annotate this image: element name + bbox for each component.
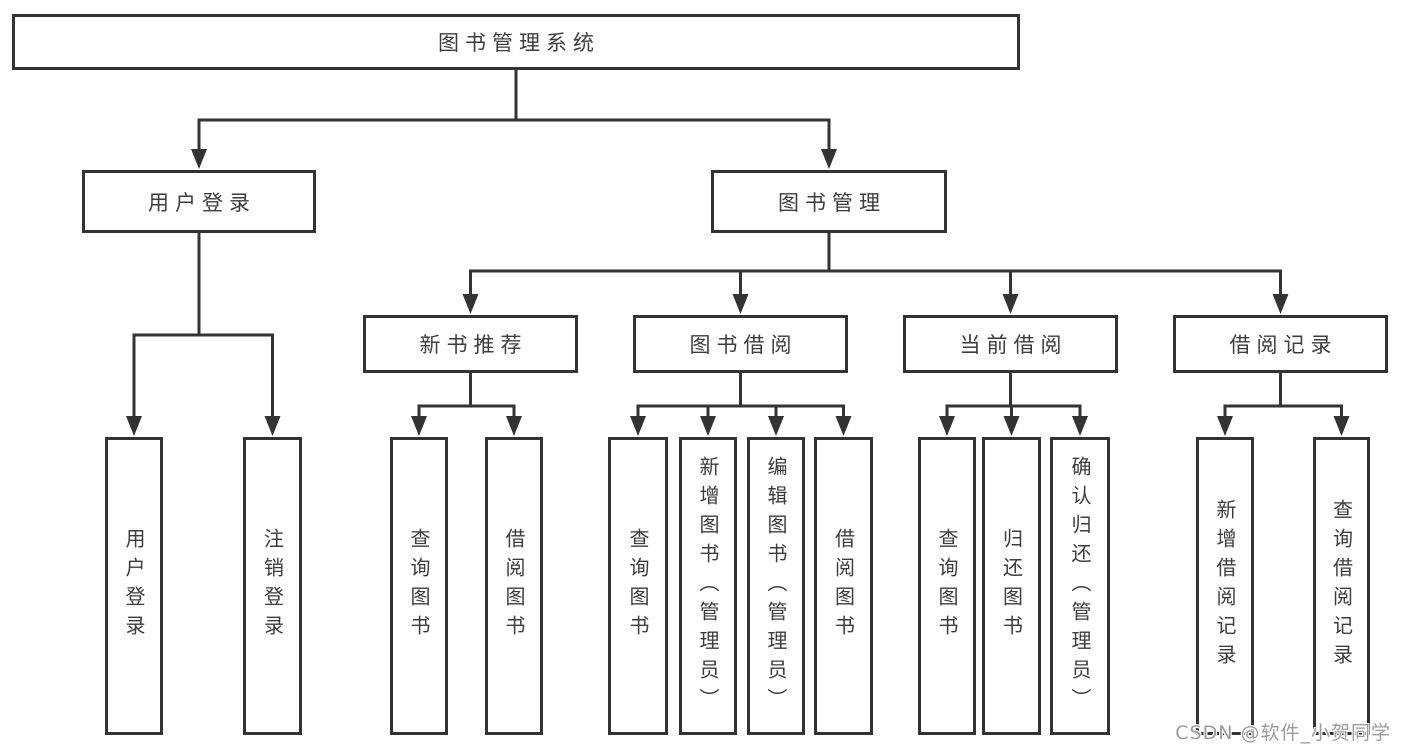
- node-l5b: 查询借阅记录: [1313, 437, 1370, 735]
- node-label: 借阅记录: [1229, 333, 1338, 357]
- arrowhead-icon: [732, 294, 749, 314]
- arrowhead-icon: [191, 149, 207, 169]
- arrowhead-icon: [700, 416, 716, 436]
- node-label: 查询图书: [935, 528, 959, 644]
- node-label: 注销登录: [260, 528, 285, 644]
- arrowhead-icon: [264, 416, 281, 436]
- node-l3d: 借阅图书: [814, 437, 873, 735]
- node-l4c: 确认归还（管理员）: [1050, 437, 1110, 735]
- node-l2b: 借阅图书: [485, 437, 543, 735]
- node-label: 新增借阅记录: [1213, 499, 1237, 673]
- node-borrow: 图书借阅: [633, 315, 848, 373]
- node-label: 编辑图书（管理员）: [764, 455, 788, 717]
- node-label: 图书管理系统: [438, 31, 600, 55]
- node-l3b: 新增图书（管理员）: [679, 437, 737, 735]
- node-l3a: 查询图书: [608, 437, 668, 735]
- node-l4a: 查询图书: [918, 437, 976, 735]
- arrowhead-icon: [1003, 416, 1020, 436]
- node-l4b: 归还图书: [982, 437, 1041, 735]
- node-l3c: 编辑图书（管理员）: [747, 437, 805, 735]
- node-root: 图书管理系统: [12, 14, 1020, 70]
- node-login: 用户登录: [82, 170, 316, 233]
- node-label: 查询图书: [407, 528, 431, 644]
- node-mgmt: 图书管理: [711, 170, 947, 233]
- arrowhead-icon: [835, 416, 852, 436]
- arrowhead-icon: [768, 416, 784, 436]
- node-label: 借阅图书: [831, 528, 856, 644]
- arrowhead-icon: [411, 416, 427, 436]
- arrowhead-icon: [126, 416, 142, 436]
- node-label: 借阅图书: [502, 528, 526, 644]
- node-label: 查询图书: [626, 528, 650, 644]
- node-label: 图书借阅: [689, 333, 798, 357]
- node-current: 当前借阅: [903, 315, 1118, 373]
- arrowhead-icon: [1272, 294, 1289, 314]
- node-newbook: 新书推荐: [363, 315, 578, 373]
- node-l1b: 注销登录: [243, 437, 302, 735]
- node-l2a: 查询图书: [390, 437, 448, 735]
- arrowhead-icon: [462, 294, 479, 314]
- arrowhead-icon: [1333, 416, 1350, 436]
- arrowhead-icon: [1217, 416, 1233, 436]
- arrowhead-icon: [1002, 294, 1019, 314]
- arrowhead-icon: [1072, 416, 1088, 436]
- arrowhead-icon: [630, 416, 646, 436]
- node-label: 归还图书: [999, 528, 1024, 644]
- node-label: 确认归还（管理员）: [1068, 455, 1092, 717]
- node-l1a: 用户登录: [105, 437, 163, 735]
- arrowhead-icon: [506, 416, 522, 436]
- node-label: 当前借阅: [959, 333, 1068, 357]
- node-label: 新增图书（管理员）: [696, 455, 720, 717]
- watermark: CSDN @软件_小贺同学: [1175, 722, 1391, 744]
- node-records: 借阅记录: [1173, 315, 1388, 373]
- node-label: 新书推荐: [419, 333, 528, 357]
- arrowhead-icon: [939, 416, 955, 436]
- node-label: 查询借阅记录: [1329, 499, 1354, 673]
- arrowhead-icon: [821, 149, 837, 169]
- node-label: 用户登录: [122, 528, 146, 644]
- node-label: 图书管理: [778, 190, 886, 215]
- node-label: 用户登录: [148, 190, 256, 215]
- node-l5a: 新增借阅记录: [1196, 437, 1254, 735]
